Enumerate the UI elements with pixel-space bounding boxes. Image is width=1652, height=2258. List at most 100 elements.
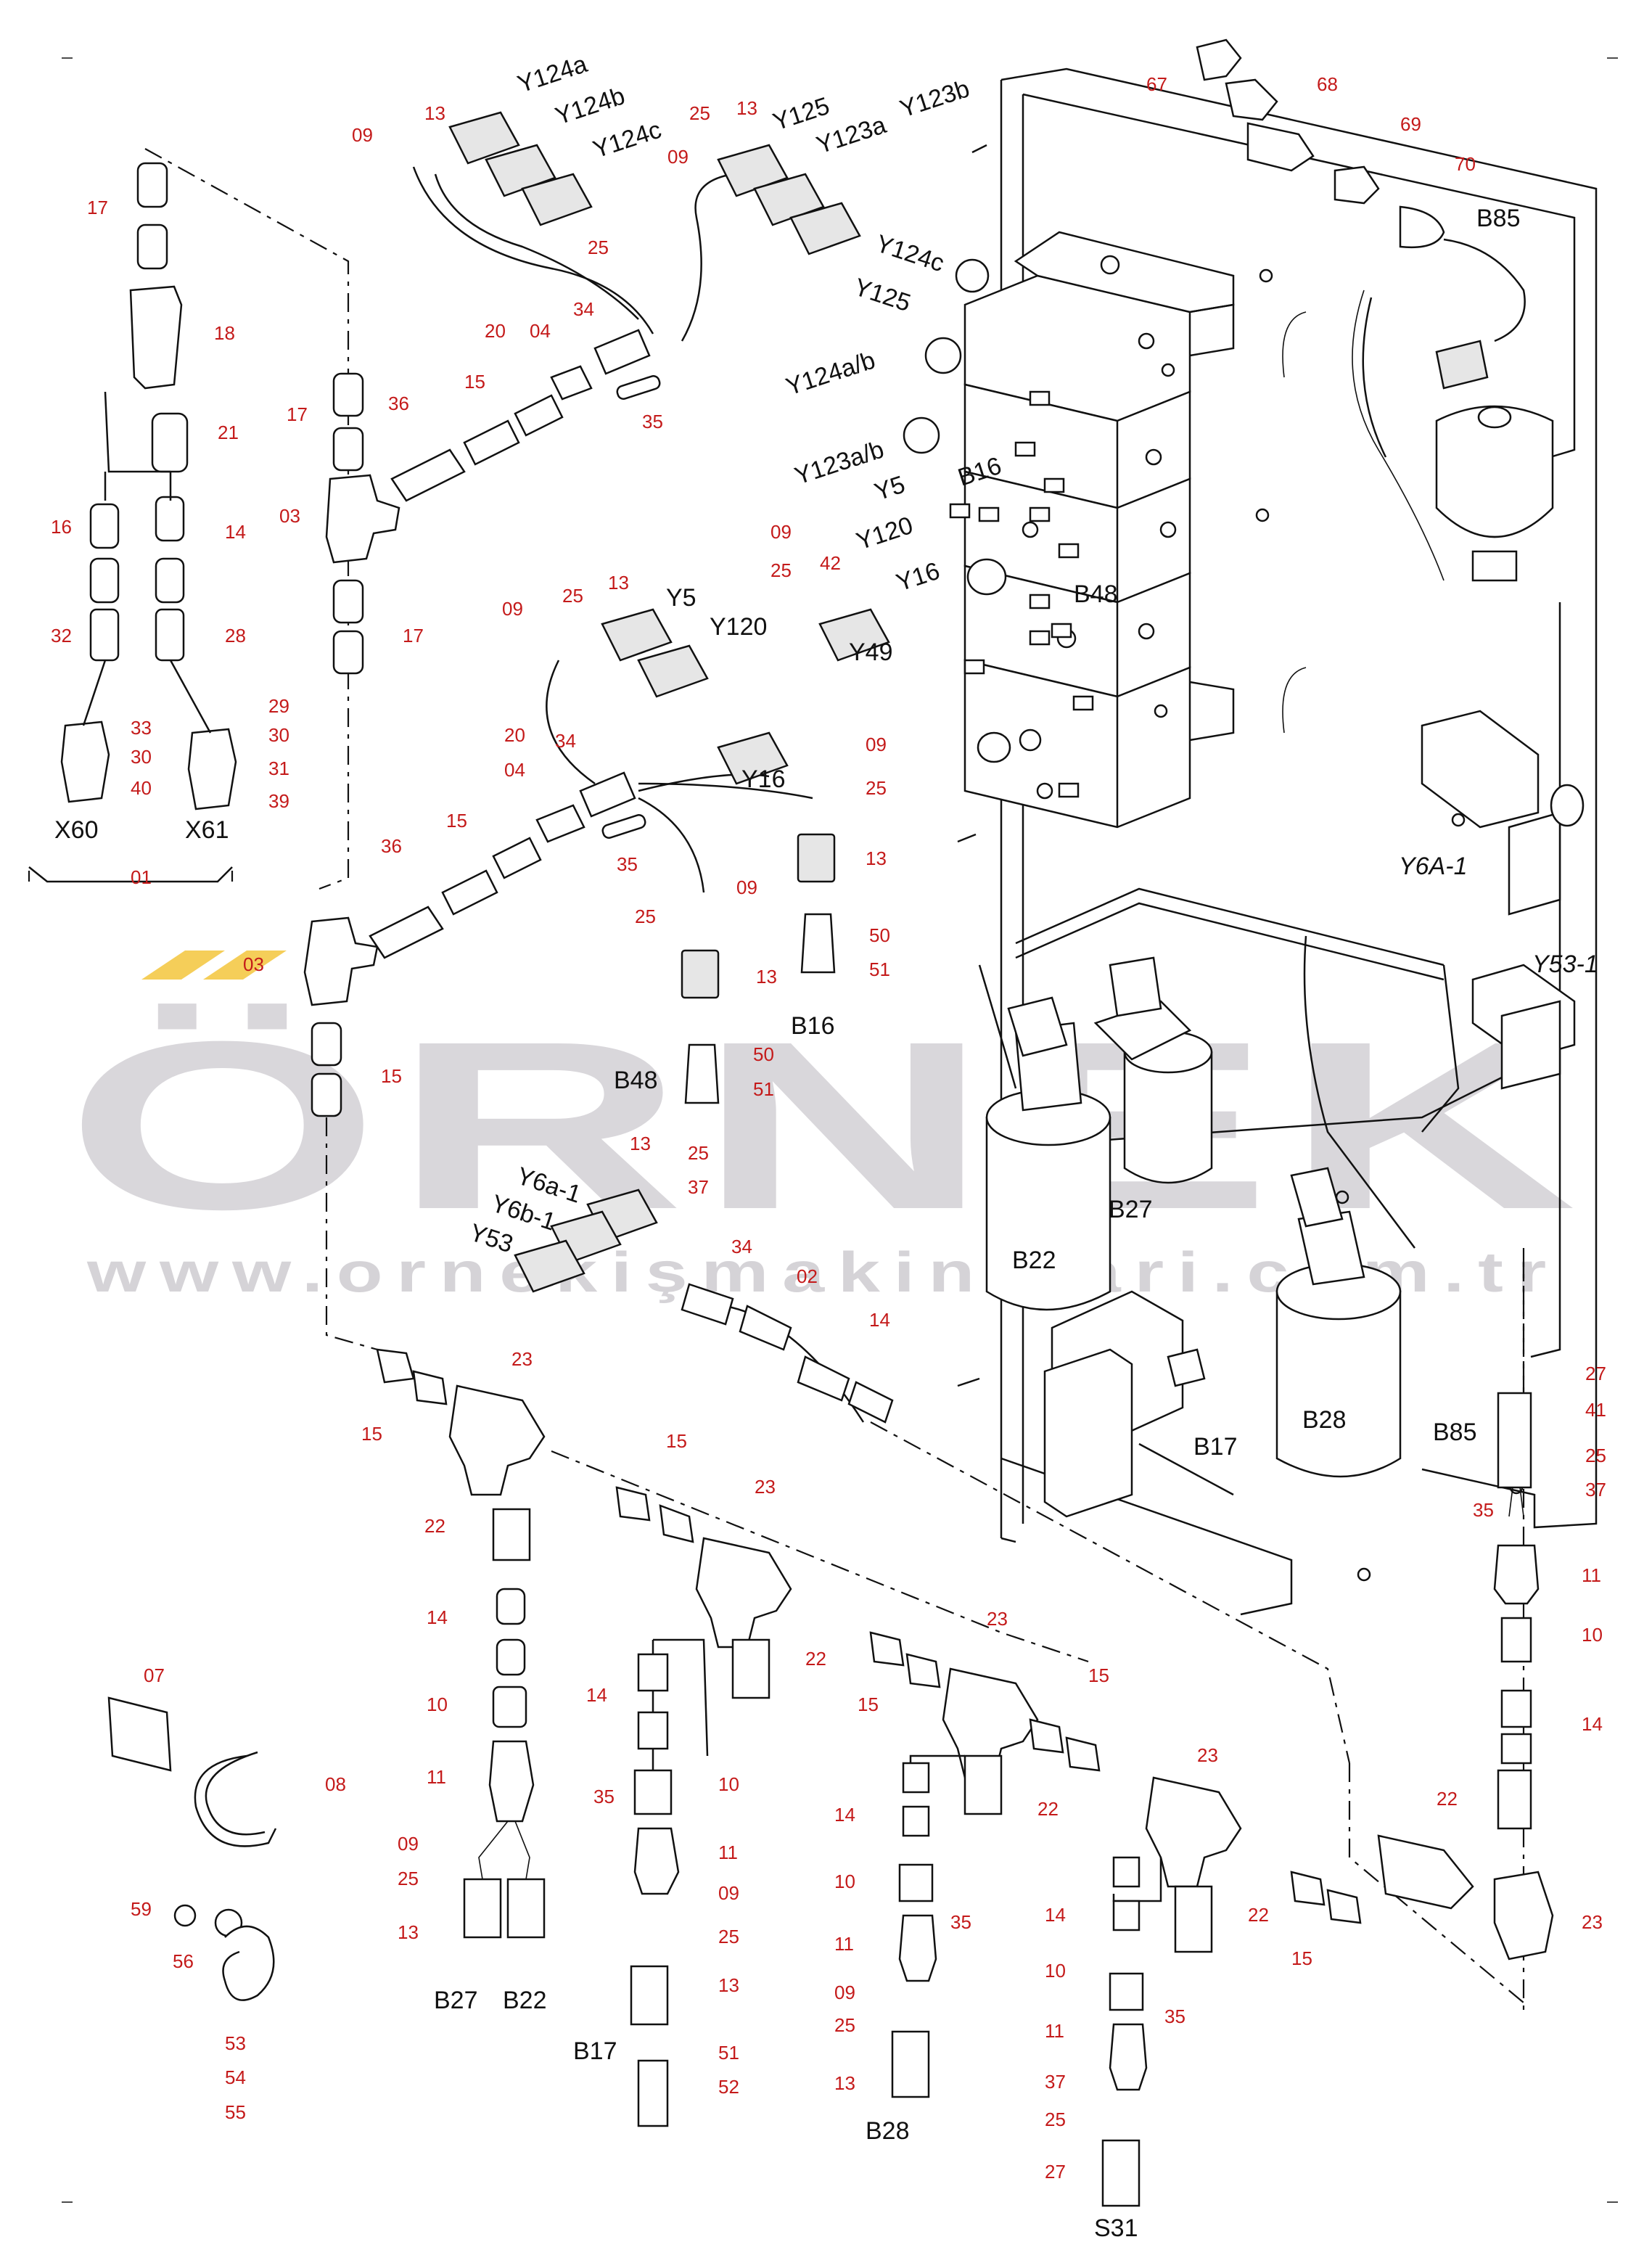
component-label: Y5: [871, 471, 908, 506]
component-label: B85: [1433, 1419, 1477, 1446]
part-number: 55: [225, 2101, 246, 2123]
component-label: S31: [1094, 2214, 1138, 2242]
part-number: 40: [131, 777, 152, 799]
part-number: 21: [218, 422, 239, 443]
part-number: 25: [1585, 1445, 1606, 1466]
part-number: 11: [427, 1766, 446, 1788]
part-number: 34: [573, 298, 594, 320]
part-number: 28: [225, 625, 246, 646]
component-label: Y124c: [590, 116, 665, 164]
part-number: 14: [1045, 1904, 1066, 1926]
part-number: 32: [51, 625, 72, 646]
part-number: 09: [667, 146, 689, 168]
part-number: 10: [427, 1694, 448, 1715]
component-label: Y16: [893, 557, 943, 597]
valve-block: [903, 231, 1235, 829]
part-number: 39: [268, 790, 289, 812]
part-number: 69: [1400, 113, 1421, 135]
part-number: 50: [753, 1043, 774, 1065]
part-number: 23: [755, 1476, 776, 1498]
solenoid-y6a1: [1421, 710, 1585, 916]
part-number: 22: [424, 1515, 445, 1537]
part-number: 20: [485, 320, 506, 342]
part-number: 13: [718, 1974, 739, 1996]
part-number: 13: [608, 572, 629, 594]
part-number: 25: [770, 559, 792, 581]
part-number: 37: [1045, 2071, 1066, 2093]
part-number: 13: [866, 847, 887, 869]
part-number: 59: [131, 1898, 152, 1920]
accessories: [107, 1696, 277, 2001]
part-number: 15: [858, 1694, 879, 1715]
part-number: 41: [1585, 1399, 1606, 1421]
component-label: B85: [1476, 205, 1521, 232]
part-number: 51: [869, 958, 890, 980]
part-number: 15: [361, 1423, 382, 1445]
part-number: 25: [588, 237, 609, 258]
tee-03-upper: [325, 372, 400, 675]
part-number: 35: [617, 853, 638, 875]
part-number: 52: [718, 2076, 739, 2098]
part-number: 15: [446, 810, 467, 832]
part-number: 29: [268, 695, 289, 717]
part-number: 14: [1582, 1713, 1603, 1735]
part-number: 34: [731, 1236, 752, 1257]
watermark-accent-mark: [141, 951, 225, 980]
part-number: 18: [214, 322, 235, 344]
part-number: 25: [688, 1142, 709, 1164]
watermark-accent-mark-2: [203, 951, 287, 980]
filter-b27: [1093, 956, 1213, 1184]
part-number: 11: [1045, 2020, 1064, 2042]
part-number: 25: [398, 1868, 419, 1889]
part-number: 22: [1037, 1798, 1059, 1820]
component-label: Y123b: [897, 75, 973, 123]
part-number: 11: [1582, 1564, 1601, 1586]
component-label: Y16: [741, 765, 786, 793]
part-number: 14: [869, 1309, 890, 1331]
part-number: 13: [834, 2072, 855, 2094]
part-number: 10: [834, 1871, 855, 1892]
part-number: 10: [1045, 1960, 1066, 1982]
component-label: Y124a: [514, 50, 591, 99]
component-label: B28: [866, 2117, 910, 2145]
part-number: 23: [1582, 1911, 1603, 1933]
part-number: 08: [325, 1773, 346, 1795]
part-number: 13: [736, 97, 757, 119]
part-number: 35: [1473, 1499, 1494, 1521]
part-number: 25: [1045, 2109, 1066, 2130]
part-number: 14: [225, 521, 246, 543]
part-number: 13: [756, 966, 777, 988]
part-number: 23: [1197, 1744, 1218, 1766]
part-number: 02: [797, 1265, 818, 1287]
b17-manifold: [1043, 1290, 1234, 1518]
part-number: 25: [866, 777, 887, 799]
component-label: Y53-1: [1532, 951, 1598, 978]
part-number: 15: [1291, 1947, 1312, 1969]
lower-hose-chain: [369, 771, 646, 959]
part-number: 53: [225, 2032, 246, 2054]
part-number: 15: [1088, 1664, 1109, 1686]
part-number: 36: [388, 393, 409, 414]
part-number: 51: [718, 2042, 739, 2064]
part-number: 15: [666, 1430, 687, 1452]
part-number: 27: [1585, 1363, 1606, 1384]
part-number: 54: [225, 2066, 246, 2088]
part-number: 35: [1164, 2005, 1185, 2027]
component-label: X60: [54, 816, 99, 844]
registration-marks: [62, 57, 1618, 2203]
tee-03-lower: [303, 916, 379, 1117]
part-number: 13: [398, 1921, 419, 1943]
part-number: 15: [464, 371, 485, 393]
component-label: B16: [791, 1012, 835, 1040]
part-number: 09: [502, 598, 523, 620]
component-label: Y125: [851, 273, 914, 317]
part-number: 13: [424, 102, 445, 124]
filter-b28: [1275, 1167, 1402, 1478]
part-number: 03: [243, 953, 264, 975]
part-number: 35: [593, 1786, 615, 1807]
part-number: 37: [1585, 1479, 1606, 1500]
part-number-labels: 13 09 25 25 13 09 67 68 69 70 17 18 17 3…: [51, 73, 1606, 2183]
part-number: 30: [268, 724, 289, 746]
component-label: Y120: [853, 512, 916, 556]
left-fittings: [60, 162, 237, 810]
